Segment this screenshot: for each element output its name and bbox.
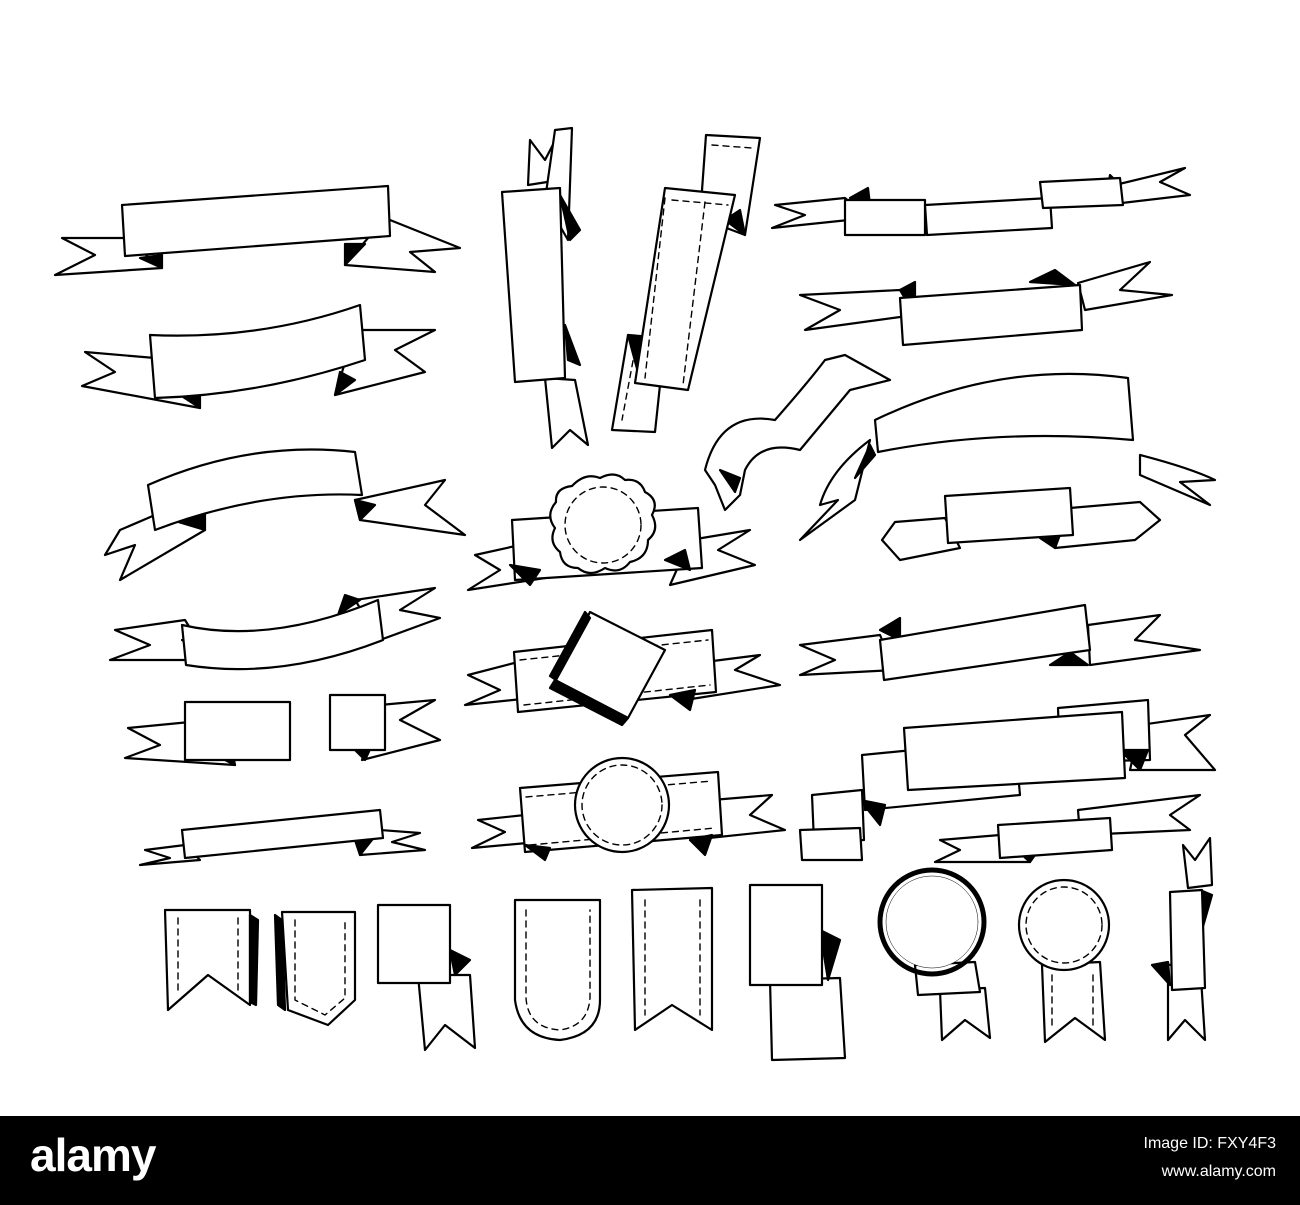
ribbon-banner xyxy=(123,700,292,767)
ribbon-banner xyxy=(328,693,442,762)
bookmark-ribbon xyxy=(376,903,477,1052)
bookmark-ribbon xyxy=(273,910,357,1027)
ribbon-banner xyxy=(703,353,892,512)
ribbon-banner xyxy=(798,603,1202,682)
ribbon-banner xyxy=(798,372,1217,542)
medal-badge xyxy=(1017,878,1111,1044)
tab-badge xyxy=(513,898,602,1042)
medal-badge xyxy=(877,867,992,1042)
ribbon-banner xyxy=(770,166,1192,237)
ribbon-banner xyxy=(103,448,467,582)
watermark-url: www.alamy.com xyxy=(1161,1163,1276,1180)
ribbon-banner xyxy=(880,486,1162,562)
bookmark-ribbon xyxy=(748,883,847,1062)
ribbon-banner xyxy=(138,808,427,867)
bookmark-ribbon xyxy=(1150,836,1214,1042)
bookmark-ribbon xyxy=(630,886,714,1032)
watermark-bar: alamy Image ID: FXY4F3 www.alamy.com xyxy=(0,1116,1300,1205)
rosette-banner xyxy=(470,756,787,862)
ribbon-banner xyxy=(798,260,1174,347)
diamond-banner xyxy=(463,610,782,727)
rosette-banner xyxy=(466,473,757,592)
ribbon-banner-sketch-set xyxy=(53,126,1217,1062)
ribbon-banner xyxy=(798,698,1217,862)
ribbon-banner xyxy=(500,126,590,450)
watermark-meta: Image ID: FXY4F3 www.alamy.com xyxy=(1144,1130,1277,1186)
ribbon-banner xyxy=(80,303,437,410)
watermark-logo: alamy xyxy=(30,1129,156,1181)
ribbon-banner xyxy=(108,586,442,671)
ribbon-banner xyxy=(933,793,1202,864)
image-id-text: Image ID: FXY4F3 xyxy=(1143,1135,1277,1152)
bookmark-ribbon xyxy=(163,908,260,1012)
ribbon-banner xyxy=(53,184,462,277)
ribbon-banner xyxy=(610,133,762,434)
